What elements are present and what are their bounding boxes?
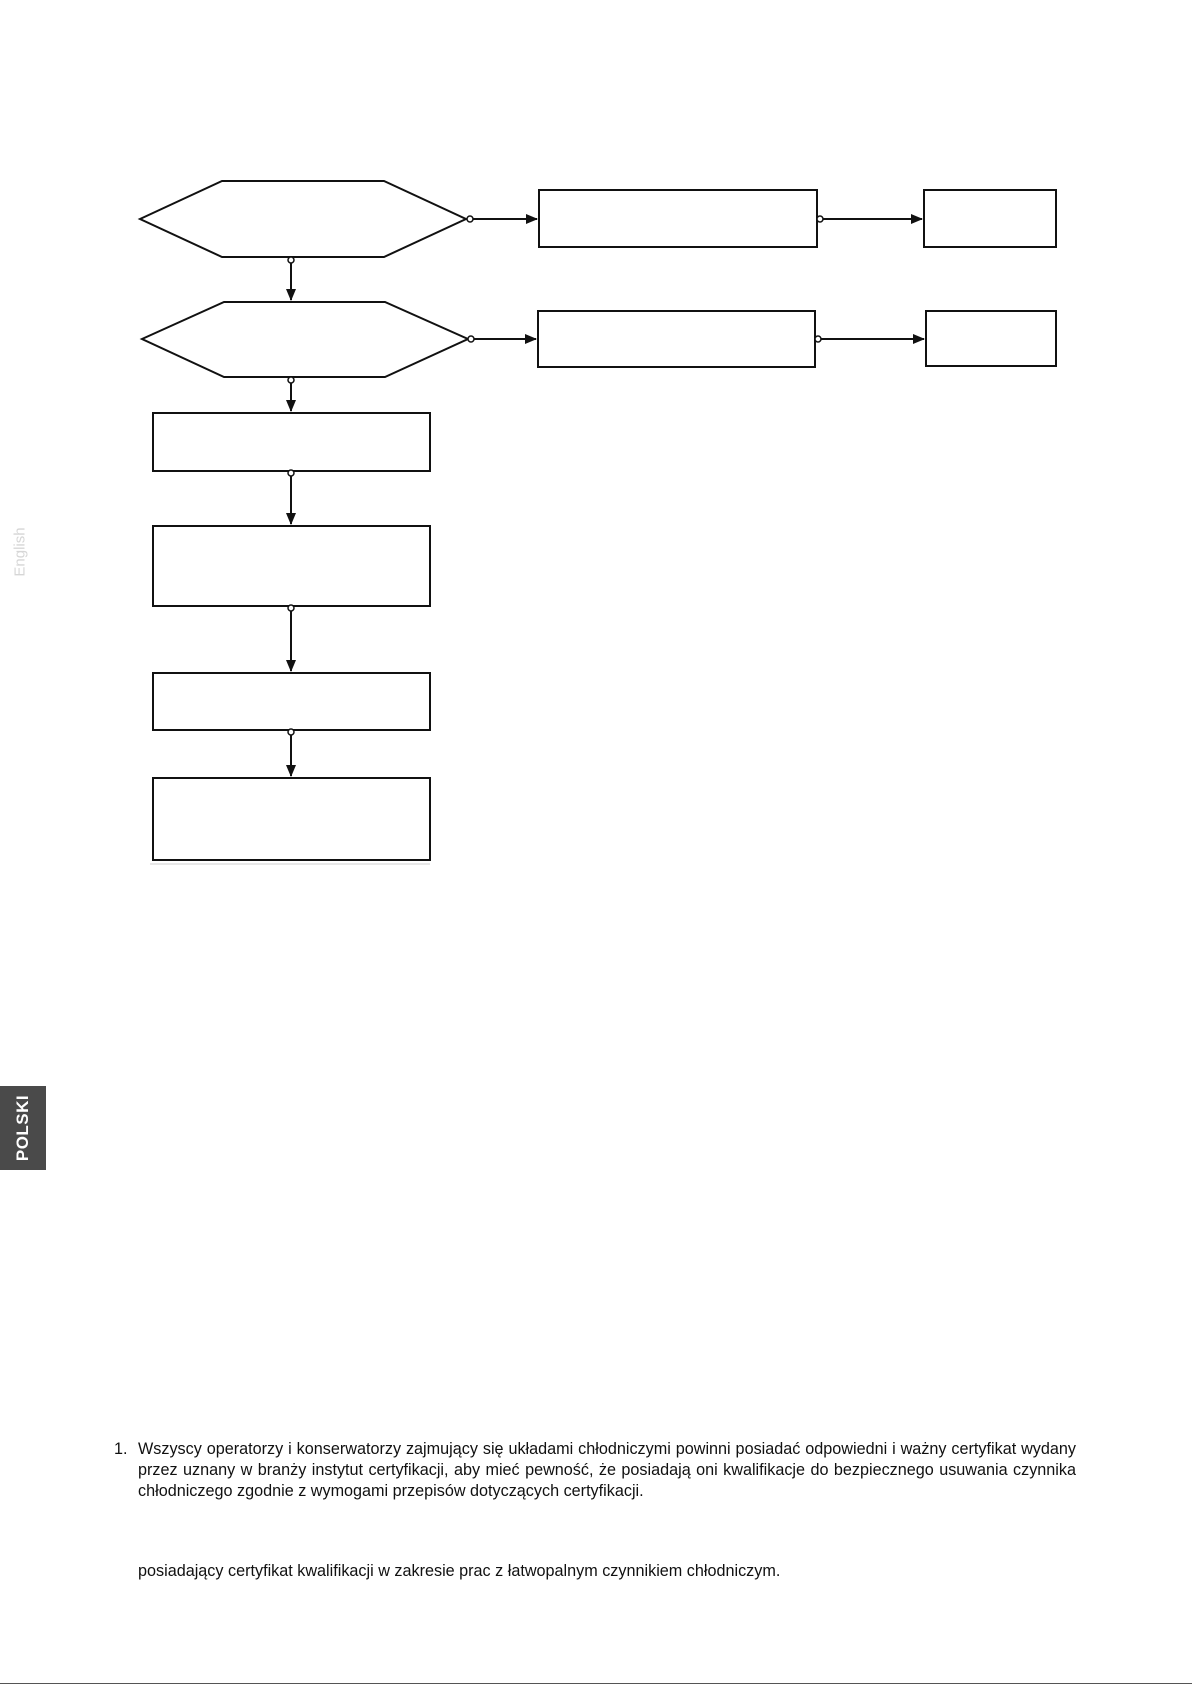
note-2: posiadający certyfikat kwalifikacji w za… [138, 1561, 1076, 1582]
note-2-text: posiadający certyfikat kwalifikacji w za… [138, 1562, 781, 1580]
process-box-step-2 [152, 525, 431, 607]
connector-step-2-to-step-3 [286, 604, 296, 672]
connector-row1-box-to-box [816, 214, 923, 224]
connector-step-1-to-step-2 [286, 469, 296, 525]
connector-hex1-to-hex2 [286, 256, 296, 301]
decision-hexagon-2 [139, 301, 471, 378]
process-box-step-3 [152, 672, 431, 731]
process-box-row1-right [923, 189, 1057, 248]
process-box-row1-middle [538, 189, 818, 248]
process-box-row2-right [925, 310, 1057, 367]
connector-hex1-to-box [466, 214, 538, 224]
connector-row2-box-to-box [814, 334, 925, 344]
connector-step-3-to-step-4 [286, 728, 296, 777]
process-box-step-4 [152, 777, 431, 861]
process-box-step-1 [152, 412, 431, 472]
bottom-rule [0, 1683, 1192, 1684]
note-1-number: 1. [114, 1440, 128, 1458]
side-label-english-text: English [11, 527, 29, 577]
connector-hex2-to-box [467, 334, 537, 344]
side-label-english: English [8, 522, 32, 582]
side-tab-polski: POLSKI [0, 1086, 46, 1170]
side-tab-polski-text: POLSKI [13, 1094, 32, 1162]
note-1-text: Wszyscy operatorzy i konserwatorzy zajmu… [138, 1440, 1076, 1500]
flowchart-diagram [137, 180, 1057, 865]
process-box-row2-middle [537, 310, 816, 368]
decision-hexagon-1 [137, 180, 469, 258]
note-1: 1. Wszyscy operatorzy i konserwatorzy za… [114, 1439, 1076, 1502]
connector-hex2-to-step-1 [286, 376, 296, 412]
